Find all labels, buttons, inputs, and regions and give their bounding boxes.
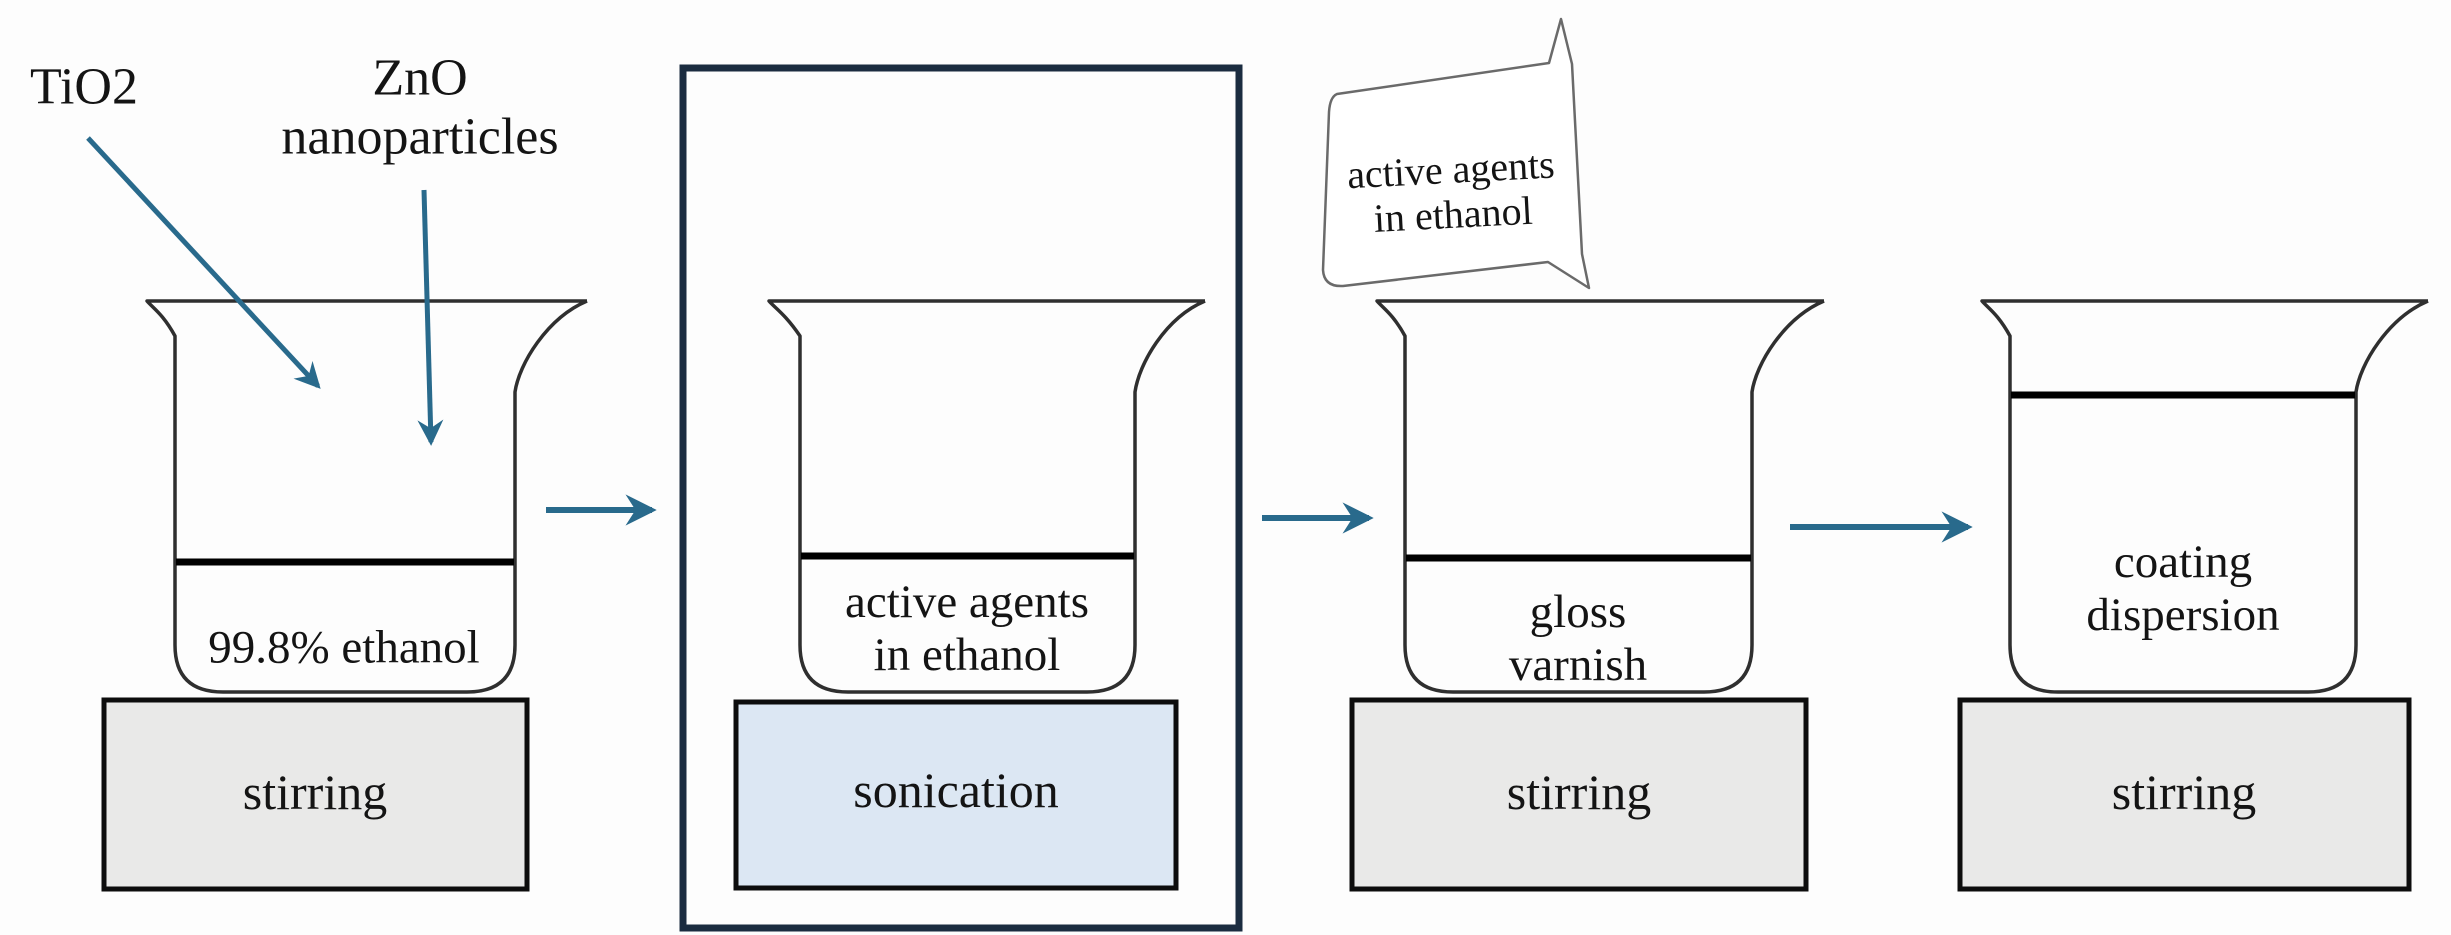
- beaker-2-outline: [767, 299, 1206, 694]
- stir-plate-3: [1349, 697, 1809, 892]
- sonication-plate: [733, 699, 1179, 891]
- zno-arrow: [417, 189, 444, 446]
- beaker-3-label: gloss varnish: [1508, 585, 1648, 691]
- beaker-4-outline: [1980, 299, 2429, 694]
- sonication-plate-label: sonication: [853, 761, 1059, 818]
- beaker-1-label: 99.8% ethanol: [208, 621, 480, 674]
- beaker-2-label: active agents in ethanol: [844, 575, 1090, 681]
- beaker-1-outline: [145, 299, 588, 694]
- stir-plate-4: [1957, 697, 2412, 892]
- stir-plate-1-label: stirring: [242, 763, 388, 820]
- callout-label: active agents in ethanol: [1345, 141, 1556, 242]
- stir-plate-1: [101, 697, 530, 892]
- tio2-arrow: [86, 136, 321, 389]
- beaker-3-outline: [1375, 299, 1825, 694]
- tio2-label: TiO2: [30, 58, 138, 116]
- beaker-4-label: coating dispersion: [2086, 535, 2280, 641]
- stir-plate-3-label: stirring: [1506, 763, 1652, 820]
- sonication-highlight-box: [679, 64, 1243, 932]
- callout-bubble: [1321, 17, 1591, 290]
- zno-label: ZnO nanoparticles: [281, 49, 559, 165]
- stir-plate-4-label: stirring: [2111, 763, 2257, 820]
